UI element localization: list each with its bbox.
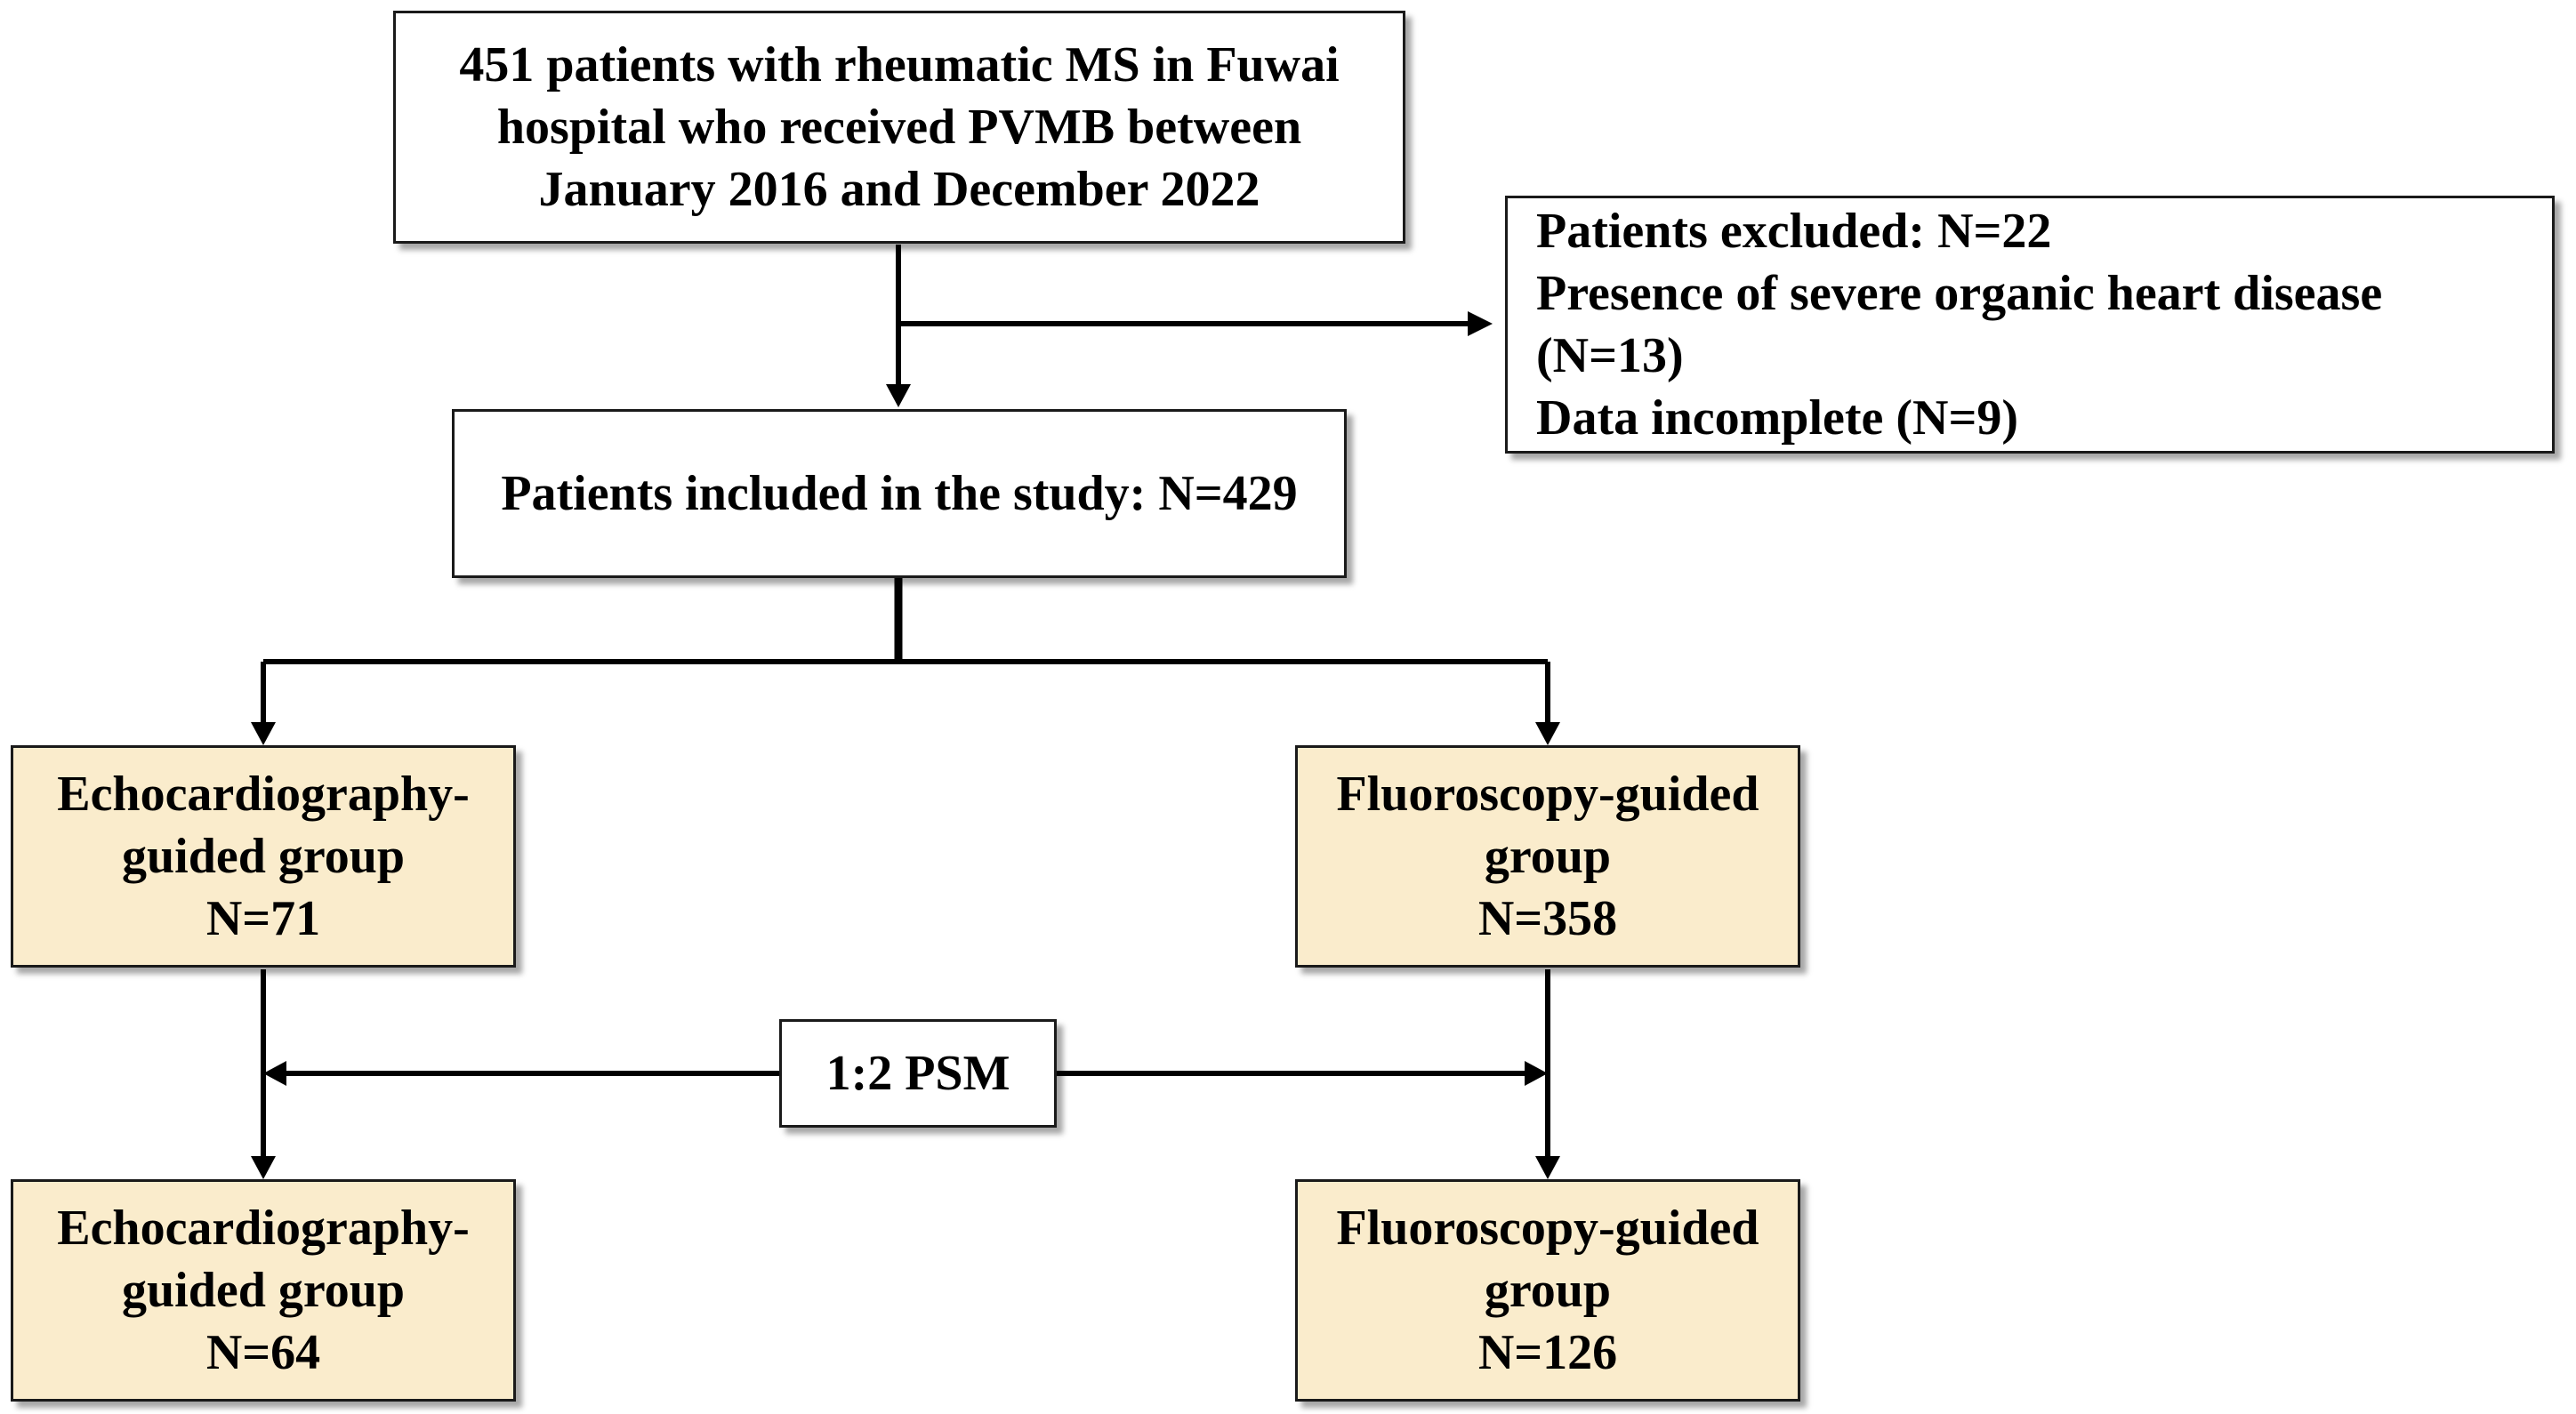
echo-after-count: N=64 [205,1325,321,1380]
fluoro-before-line-2: group [1484,829,1612,884]
fluoro-after-line-2: group [1484,1263,1612,1318]
excluded-line-4: Data incomplete (N=9) [1536,390,2019,446]
source-line-2: hospital who received PVMB between [496,100,1302,155]
fluoro-before-count: N=358 [1477,891,1618,946]
excluded-line-3: (N=13) [1536,328,1684,383]
fluoro-after-count: N=126 [1477,1325,1618,1380]
source-population-box: 451 patients with rheumatic MS in Fuwai … [393,11,1405,244]
arrowhead-echo-before [251,722,276,745]
arrowhead-echo-after [251,1156,276,1179]
included-patients-box: Patients included in the study: N=429 [452,409,1347,578]
source-line-3: January 2016 and December 2022 [538,162,1260,217]
fluoro-before-line-1: Fluoroscopy-guided [1336,767,1759,822]
excluded-patients-box: Patients excluded: N=22 Presence of seve… [1505,196,2555,454]
arrowhead-excluded [1468,311,1493,336]
arrowhead-fluoro-after [1535,1156,1560,1179]
fluoro-after-line-1: Fluoroscopy-guided [1336,1201,1759,1256]
arrowhead-psm-right [1525,1061,1548,1086]
excluded-line-1: Patients excluded: N=22 [1536,204,2052,259]
source-line-1: 451 patients with rheumatic MS in Fuwai [459,37,1340,92]
excluded-line-2: Presence of severe organic heart disease [1536,266,2383,321]
arrowhead-included [886,384,911,407]
psm-box: 1:2 PSM [779,1019,1057,1128]
included-text: Patients included in the study: N=429 [501,466,1298,521]
psm-text: 1:2 PSM [825,1046,1010,1101]
fluoro-group-after-box: Fluoroscopy-guided group N=126 [1295,1179,1800,1402]
echo-before-line-1: Echocardiography- [57,767,470,822]
fluoro-group-before-box: Fluoroscopy-guided group N=358 [1295,745,1800,968]
echo-after-line-2: guided group [122,1263,405,1318]
echo-before-line-2: guided group [122,829,405,884]
echo-before-count: N=71 [205,891,321,946]
echo-group-before-box: Echocardiography- guided group N=71 [11,745,516,968]
arrowhead-fluoro-before [1535,722,1560,745]
arrowhead-psm-left [263,1061,286,1086]
echo-after-line-1: Echocardiography- [57,1201,470,1256]
echo-group-after-box: Echocardiography- guided group N=64 [11,1179,516,1402]
